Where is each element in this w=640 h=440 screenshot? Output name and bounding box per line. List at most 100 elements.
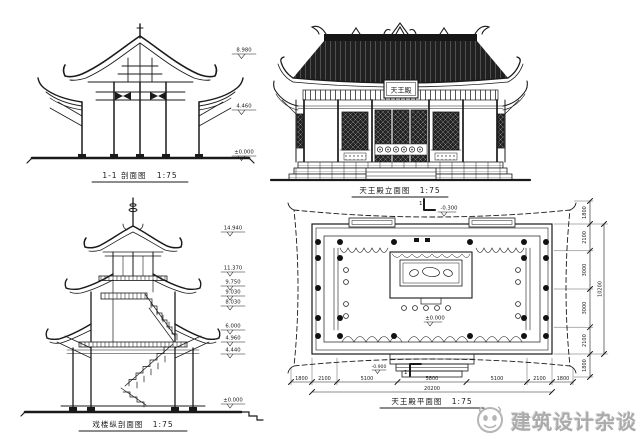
level-label: ±0.000	[425, 316, 445, 322]
dim-label: 5100	[361, 376, 374, 382]
level-marker: 14.940	[220, 226, 246, 237]
right-dimensions: 1800 2100 3000 3000 2100 1800 10200	[553, 198, 609, 380]
drawing-title: 天王殿平面图 1:75	[391, 397, 472, 406]
level-marker: 6.000	[220, 324, 246, 335]
plan-level-markers: -0.300 ±0.000 -0.900	[372, 206, 458, 374]
plaque-label: 天王殿	[391, 87, 412, 95]
level-marker: 9.750	[220, 280, 246, 291]
ridge-ornaments	[310, 22, 491, 35]
drawing-title: 天王殿立面图 1:75	[359, 185, 440, 195]
columns	[78, 81, 203, 159]
level-marker: ±0.000	[423, 316, 445, 327]
dim-label: 2100	[582, 231, 588, 244]
section-1-1-panel: 8.980 4.460 ±0.000 1-1 剖面图 1:75	[18, 8, 263, 193]
level-label: 4.960	[225, 336, 241, 342]
name-plaque: 天王殿	[383, 79, 419, 99]
watermark-logo-icon	[477, 406, 503, 433]
level-label: 6.000	[225, 324, 241, 330]
spire	[128, 197, 138, 227]
center-doors	[374, 109, 428, 163]
tower-section-panel: 14.940 11.370 9.750 9.030 8.030 6.000 4.…	[15, 196, 265, 436]
lower-body	[60, 343, 206, 411]
dim-total-label: 20200	[424, 386, 440, 392]
level-marker: -0.300	[437, 206, 458, 217]
top-roof	[83, 223, 183, 252]
level-marker: 4.960	[220, 336, 246, 347]
dim-total-label: 10200	[598, 281, 604, 297]
level-marker: 8.980	[231, 48, 257, 59]
title-text: 戏楼纵剖面图	[92, 419, 143, 429]
level-label: 14.940	[224, 226, 243, 232]
shrine-altar	[389, 251, 473, 305]
watermark-text: 建筑设计杂谈	[511, 409, 637, 434]
dim-label: 2100	[582, 334, 588, 347]
title-scale: 1:75	[420, 186, 441, 195]
level-label: -0.900	[372, 364, 387, 370]
roof-overhang-outline	[287, 202, 577, 374]
drawing-title: 1-1 剖面图 1:75	[102, 170, 177, 180]
level-label: ±0.000	[223, 398, 243, 404]
second-body	[78, 279, 188, 348]
inner-column-rings	[343, 267, 521, 319]
dim-label: 5800	[426, 376, 439, 382]
level-marker: 8.030	[220, 300, 246, 311]
title-text: 天王殿平面图	[391, 397, 442, 406]
main-roof	[62, 23, 218, 81]
level-marker: -0.900	[372, 364, 387, 374]
columns	[303, 99, 498, 163]
title-scale: 1:75	[452, 397, 473, 406]
dim-label: 1800	[582, 359, 588, 372]
level-label: ±0.000	[234, 150, 254, 156]
level-marker: 4.440	[220, 348, 246, 359]
level-markers: 14.940 11.370 9.750 9.030 8.030 6.000 4.…	[220, 226, 246, 409]
level-label: 8.980	[236, 48, 252, 54]
watermark: 建筑设计杂谈	[474, 405, 637, 435]
level-markers: 8.980 4.460 ±0.000	[231, 48, 257, 161]
floor-plan-panel: 1 1 -0.300 ±0.000 -0.9	[272, 196, 632, 411]
section-1-1-drawing: 8.980 4.460 ±0.000 1-1 剖面图 1:75	[26, 23, 257, 183]
level-marker: ±0.000	[231, 150, 257, 161]
level-label: -0.300	[440, 206, 458, 212]
level-marker: ±0.000	[220, 398, 246, 409]
ground-line	[26, 156, 255, 164]
plan-columns	[315, 238, 549, 339]
dim-label: 1800	[557, 376, 570, 382]
dim-label: 2100	[318, 376, 331, 382]
dim-label: 3000	[582, 302, 588, 315]
level-label: 4.440	[225, 348, 241, 354]
outer-windows	[296, 113, 505, 149]
dim-label: 3000	[582, 264, 588, 277]
title-scale: 1:75	[153, 420, 174, 429]
section-cut-marks: 1 1	[404, 198, 436, 377]
level-marker: 9.030	[220, 290, 246, 301]
bottom-dimensions: 1800 2100 5100 5800 5100 2100 1800 20200	[288, 357, 576, 395]
center-steps	[365, 167, 437, 181]
main-roof	[277, 22, 524, 88]
section-number: 1	[404, 370, 408, 376]
upper-stair-flight	[144, 293, 178, 347]
column-bases	[69, 407, 197, 411]
elevation-panel: 天王殿	[268, 22, 533, 202]
hall-walls	[311, 223, 553, 355]
top-body	[98, 251, 168, 281]
level-marker: 11.370	[220, 266, 246, 277]
dim-label: 2100	[533, 376, 546, 382]
dim-label: 1800	[582, 206, 588, 219]
platform	[20, 410, 264, 421]
floor-plan-drawing: 1 1 -0.300 ±0.000 -0.9	[287, 198, 609, 409]
level-label: 9.030	[225, 290, 241, 296]
title-scale: 1:75	[157, 171, 178, 180]
facade-wall	[295, 99, 506, 163]
dim-label: 1800	[295, 376, 308, 382]
level-marker: 4.460	[231, 104, 257, 115]
side-windows	[339, 111, 462, 161]
top-openings	[348, 217, 516, 228]
level-label: 4.460	[236, 104, 252, 110]
title-text: 1-1 剖面图	[102, 170, 146, 180]
level-label: 8.030	[225, 300, 241, 306]
second-roof	[64, 273, 202, 294]
side-eaves	[37, 77, 244, 127]
level-label: 11.370	[224, 266, 243, 272]
title-text: 天王殿立面图	[359, 185, 410, 195]
tower-section-drawing: 14.940 11.370 9.750 9.030 8.030 6.000 4.…	[20, 197, 264, 432]
